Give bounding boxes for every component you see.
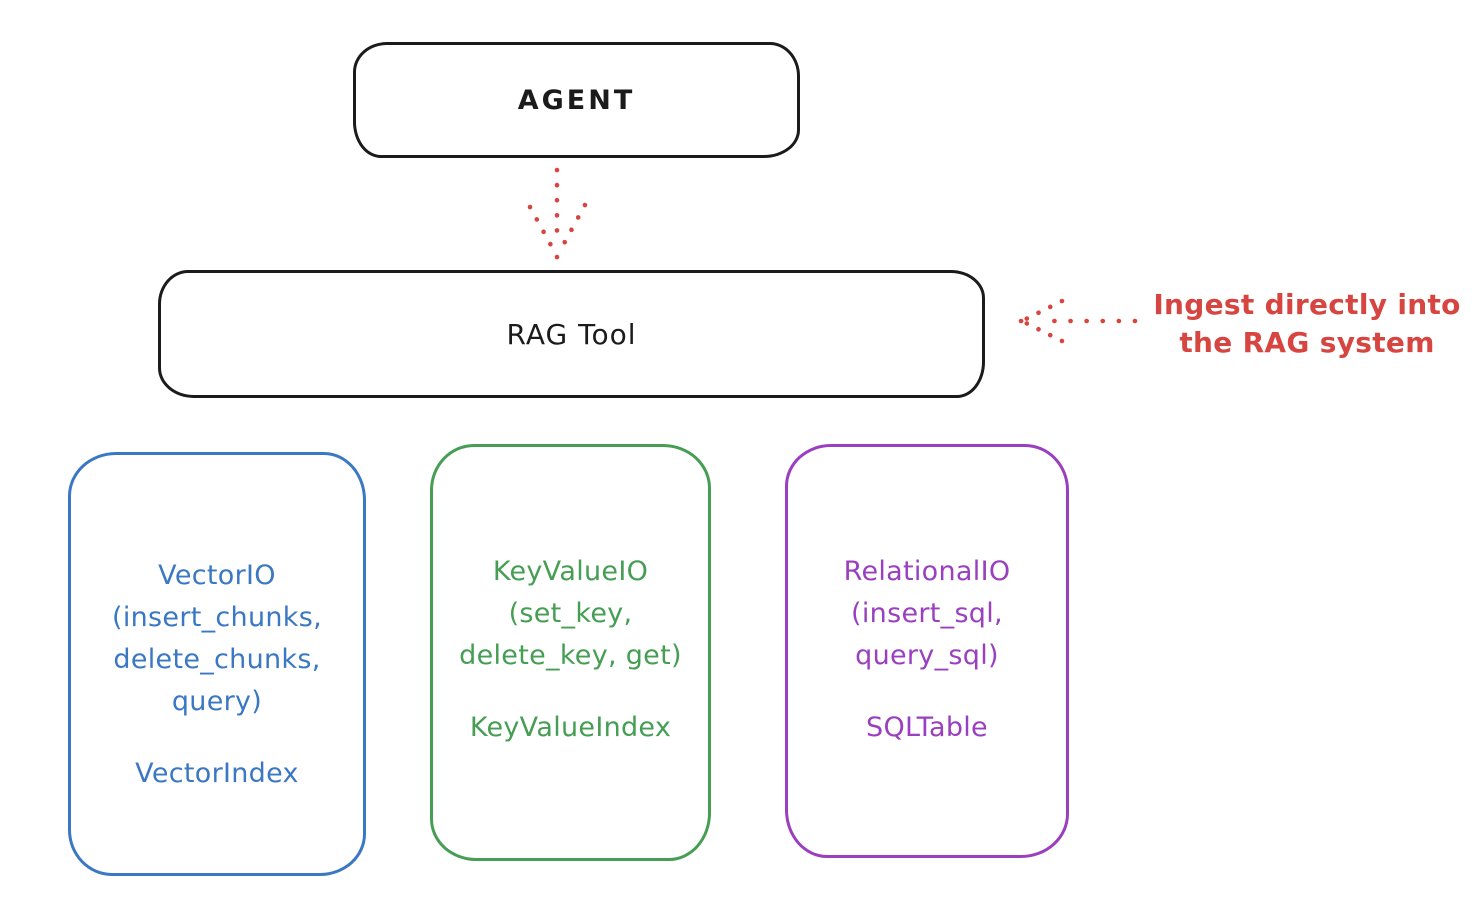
ingest-annotation-line1: Ingest directly into — [1153, 288, 1461, 321]
vector-index-label: VectorIndex — [135, 758, 299, 789]
keyvalue-io-label: KeyValueIO (set_key, delete_key, get) — [459, 556, 682, 671]
agent-label: AGENT — [517, 84, 636, 116]
sql-table-label: SQLTable — [866, 712, 988, 743]
agent-node: AGENT — [353, 42, 800, 158]
ingest-annotation: Ingest directly into the RAG system — [1130, 286, 1484, 362]
keyvalue-io-node: KeyValueIO (set_key, delete_key, get) Ke… — [430, 444, 711, 861]
vector-io-label: VectorIO (insert_chunks, delete_chunks, … — [112, 560, 322, 717]
agent-to-rag-dotted-arrow-icon — [527, 167, 588, 260]
ingest-dotted-arrow-icon — [1018, 298, 1138, 344]
rag-tool-node: RAG Tool — [158, 270, 985, 398]
relational-io-node: RelationalIO (insert_sql, query_sql) SQL… — [785, 444, 1069, 858]
ingest-annotation-line2: the RAG system — [1179, 326, 1435, 359]
keyvalue-index-label: KeyValueIndex — [469, 712, 672, 743]
vector-io-node: VectorIO (insert_chunks, delete_chunks, … — [68, 452, 366, 876]
relational-io-label: RelationalIO (insert_sql, query_sql) — [843, 556, 1011, 671]
rag-tool-label: RAG Tool — [506, 317, 637, 351]
